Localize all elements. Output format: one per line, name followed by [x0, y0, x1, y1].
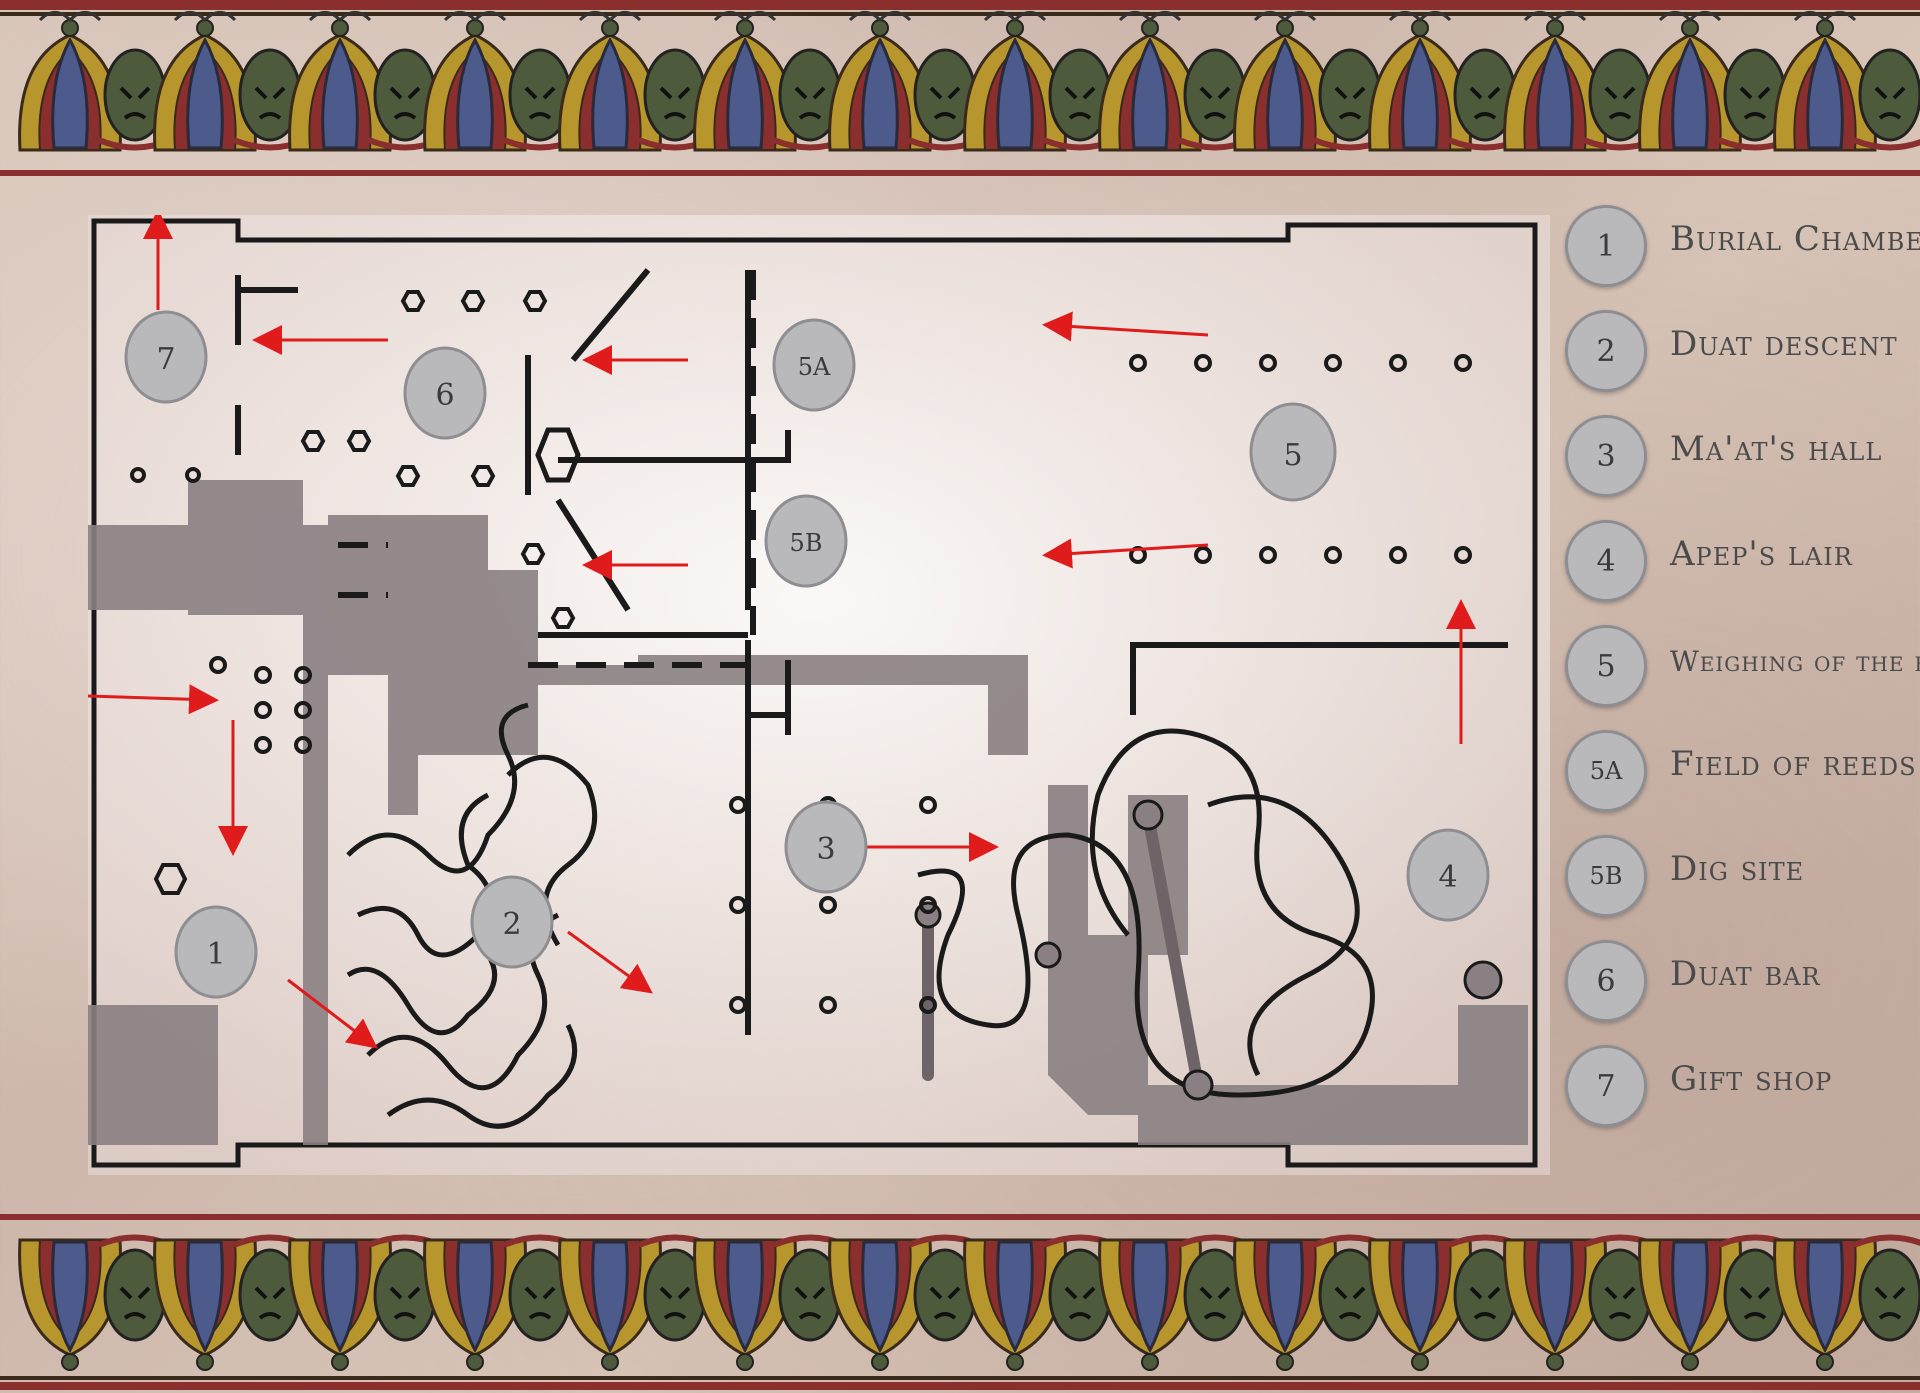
legend-number-5a: 5A	[1565, 730, 1647, 812]
apep-stones	[914, 799, 1503, 1101]
legend-number-1: 1	[1565, 205, 1647, 287]
marker-5a[interactable]: 5A	[772, 318, 856, 412]
legend-item-field-of-reeds[interactable]: 5A Field of reeds	[1565, 730, 1920, 830]
floor-plan-map: 7 6 5A 5B 5 2	[57, 209, 1550, 1175]
marker-3[interactable]: 3	[784, 800, 868, 894]
legend-item-gift-shop[interactable]: 7 Gift shop	[1565, 1045, 1920, 1145]
marker-1[interactable]: 1	[174, 905, 258, 999]
bottom-lotus-frieze	[0, 1214, 1920, 1390]
apep-path	[917, 728, 1375, 1098]
legend-number-4: 4	[1565, 520, 1647, 602]
legend-label-5: Weighing of the heart	[1670, 645, 1920, 678]
marker-1-label: 1	[206, 937, 225, 972]
map-legend: 1 Burial Chamber 2 Duat descent 3 Ma'at'…	[1555, 200, 1920, 1200]
marker-5-label: 5	[1283, 438, 1302, 473]
marker-2-label: 2	[502, 907, 521, 942]
dashed-walls	[338, 270, 756, 668]
legend-label-5a: Field of reeds	[1670, 744, 1917, 784]
legend-item-dig-site[interactable]: 5B Dig site	[1565, 835, 1920, 935]
hexagon-pillars	[153, 290, 581, 895]
legend-label-6: Duat bar	[1670, 954, 1821, 994]
legend-item-apeps-lair[interactable]: 4 Apep's lair	[1565, 520, 1920, 620]
outer-walls	[91, 218, 1538, 1168]
legend-number-3: 3	[1565, 415, 1647, 497]
marker-6[interactable]: 6	[403, 346, 487, 440]
marker-5b[interactable]: 5B	[764, 494, 848, 588]
marker-4-label: 4	[1438, 860, 1457, 895]
flow-arrows	[57, 209, 1476, 1049]
marker-3-label: 3	[816, 832, 835, 867]
marker-5[interactable]: 5	[1249, 402, 1337, 502]
legend-item-duat-bar[interactable]: 6 Duat bar	[1565, 940, 1920, 1040]
legend-number-5b: 5B	[1565, 835, 1647, 917]
legend-label-5b: Dig site	[1670, 849, 1805, 889]
legend-number-6: 6	[1565, 940, 1647, 1022]
legend-item-burial-chamber[interactable]: 1 Burial Chamber	[1565, 205, 1920, 305]
legend-number-5: 5	[1565, 625, 1647, 707]
marker-5a-label: 5A	[798, 353, 831, 381]
legend-item-maats-hall[interactable]: 3 Ma'at's hall	[1565, 415, 1920, 515]
marker-4[interactable]: 4	[1406, 828, 1490, 922]
legend-item-duat-descent[interactable]: 2 Duat descent	[1565, 310, 1920, 410]
legend-label-3: Ma'at's hall	[1670, 429, 1883, 469]
legend-label-7: Gift shop	[1670, 1059, 1833, 1099]
legend-number-7: 7	[1565, 1045, 1647, 1127]
legend-number-2: 2	[1565, 310, 1647, 392]
room-markers: 7 6 5A 5B 5 2	[124, 310, 1490, 999]
legend-label-4: Apep's lair	[1670, 534, 1853, 574]
top-lotus-frieze	[0, 0, 1920, 176]
marker-2[interactable]: 2	[470, 875, 554, 969]
marker-7-label: 7	[156, 342, 175, 377]
legend-label-2: Duat descent	[1670, 324, 1898, 364]
legend-label-1: Burial Chamber	[1670, 219, 1920, 259]
legend-item-weighing-of-the-heart[interactable]: 5 Weighing of the heart	[1565, 625, 1920, 725]
pillars	[130, 354, 1472, 1014]
marker-7[interactable]: 7	[124, 310, 208, 404]
apep-bridges	[922, 809, 1204, 1091]
floor-plan-svg: 7 6 5A 5B 5 2	[57, 209, 1550, 1175]
marker-6-label: 6	[435, 378, 454, 413]
marker-5b-label: 5B	[790, 529, 823, 557]
